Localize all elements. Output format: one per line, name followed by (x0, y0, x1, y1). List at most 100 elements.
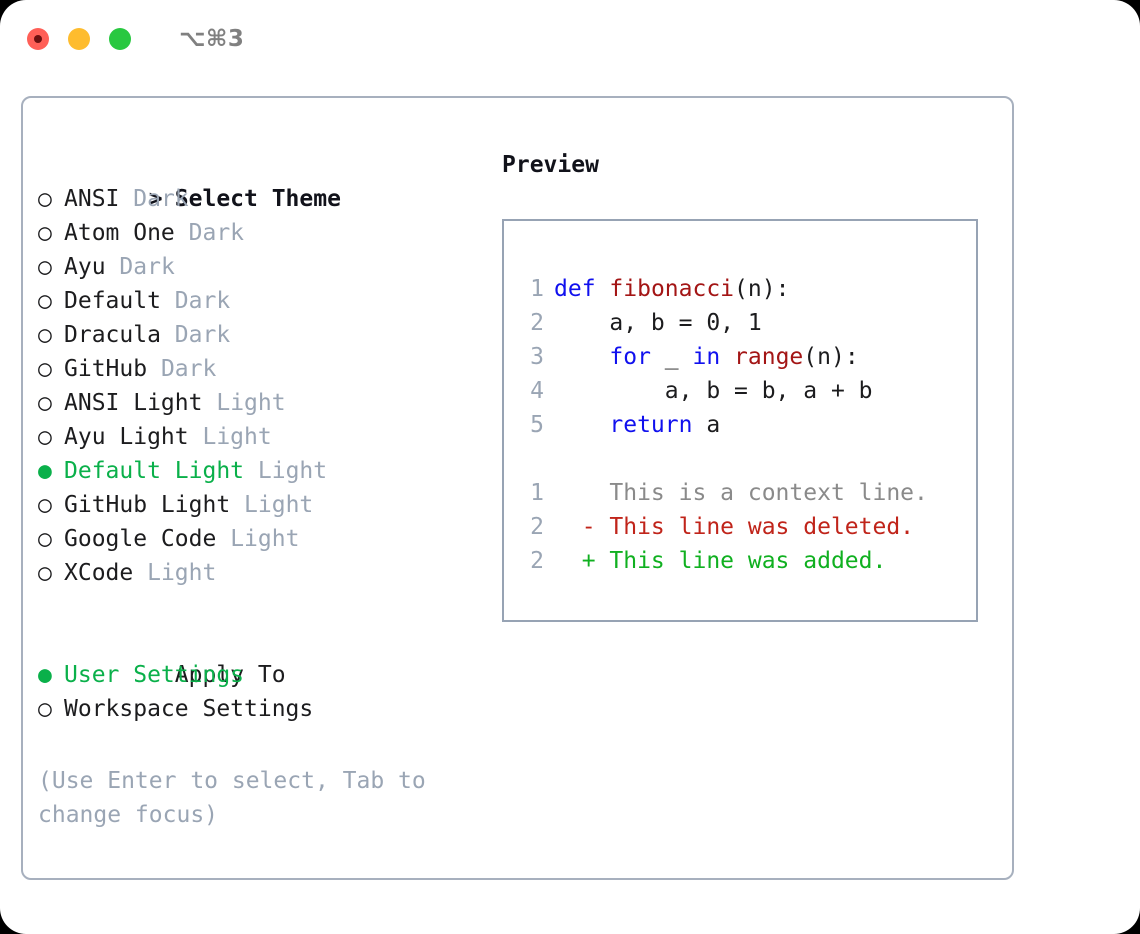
theme-option-atom-one[interactable]: ○Atom One Dark (38, 216, 478, 250)
radio-selected-icon: ● (38, 662, 52, 688)
keyboard-hint: (Use Enter to select, Tab to change focu… (38, 768, 440, 828)
label-separator (161, 288, 175, 314)
theme-option-label: Ayu Light (64, 424, 189, 450)
theme-option-variant: Dark (174, 288, 231, 314)
code-token: (n): (734, 276, 790, 302)
radio-unselected-icon: ○ (38, 424, 52, 450)
close-window-button[interactable] (27, 28, 49, 50)
theme-option-label: Google Code (64, 526, 217, 552)
preview-title: Preview (502, 152, 599, 178)
diff-line-text: This is a context line. (554, 480, 928, 506)
maximize-window-button[interactable] (109, 28, 131, 50)
radio-unselected-icon: ○ (38, 560, 52, 586)
theme-option-xcode[interactable]: ○ XCode Light (38, 556, 478, 590)
code-token: range (734, 344, 804, 370)
apply-to-header: Apply To (38, 624, 478, 688)
code-token: (n): (803, 344, 859, 370)
theme-option-default[interactable]: ○ Default Dark (38, 284, 478, 318)
theme-option-github[interactable]: ○ GitHub Dark (38, 352, 478, 386)
radio-unselected-icon: ○ (38, 696, 52, 722)
radio-unselected-icon: ○ (38, 254, 52, 280)
diff-line: 2 - This line was deleted. (522, 510, 976, 544)
theme-option-variant: Dark (133, 186, 189, 212)
theme-list-column: >Select Theme ○ANSI Dark○Atom One Dark○A… (38, 148, 478, 726)
theme-option-variant: Dark (188, 220, 245, 246)
theme-option-variant: Dark (174, 322, 231, 348)
label-separator (175, 220, 189, 246)
label-separator (106, 254, 120, 280)
line-number: 4 (530, 378, 544, 404)
line-number: 2 (530, 548, 544, 574)
line-number: 5 (530, 412, 544, 438)
diff-line-text: + This line was added. (554, 548, 887, 574)
theme-option-label: Ayu (64, 254, 106, 280)
code-token: def (554, 276, 596, 302)
theme-option-label: XCode (64, 560, 134, 586)
theme-option-ayu[interactable]: ○ Ayu Dark (38, 250, 478, 284)
radio-unselected-icon: ○ (38, 356, 52, 382)
label-separator (133, 560, 147, 586)
line-number: 1 (530, 480, 544, 506)
theme-option-default-light[interactable]: ●Default Light Light (38, 454, 478, 488)
code-line: 5 return a (522, 408, 976, 442)
theme-selector-panel: >Select Theme ○ANSI Dark○Atom One Dark○A… (21, 96, 1014, 880)
radio-unselected-icon: ○ (38, 186, 52, 212)
apply-to-option-workspace-settings[interactable]: ○ Workspace Settings (38, 692, 478, 726)
theme-option-list: ○ANSI Dark○Atom One Dark○Ayu Dark○Defaul… (38, 182, 478, 590)
diff-sample: 1 This is a context line. 2 - This line w… (522, 476, 976, 578)
theme-option-label: Dracula (64, 322, 161, 348)
theme-option-label: Atom One (64, 220, 175, 246)
theme-option-variant: Light (216, 390, 286, 416)
theme-option-variant: Light (202, 424, 272, 450)
code-token: a, b = 0, 1 (609, 310, 762, 336)
radio-unselected-icon: ○ (38, 492, 52, 518)
select-theme-header-label: Select Theme (174, 186, 341, 212)
label-separator (202, 390, 216, 416)
theme-option-label: Default (64, 288, 161, 314)
code-indent (554, 344, 609, 370)
minimize-window-button[interactable] (68, 28, 90, 50)
section-spacer (38, 590, 478, 624)
code-token: fibonacci (609, 276, 735, 302)
label-separator (119, 186, 133, 212)
theme-option-google-code[interactable]: ○Google Code Light (38, 522, 478, 556)
radio-selected-icon: ● (38, 458, 52, 484)
theme-option-variant: Dark (160, 356, 217, 382)
line-number: 2 (530, 514, 544, 540)
code-token: in (692, 344, 721, 370)
theme-option-variant: Light (244, 492, 314, 518)
label-separator (244, 458, 258, 484)
theme-option-github-light[interactable]: ○GitHub Light Light (38, 488, 478, 522)
diff-line: 2 + This line was added. (522, 544, 976, 578)
window-title: ⌥⌘3 (179, 26, 245, 52)
line-number: 3 (530, 344, 544, 370)
code-line: 3 for _ in range(n): (522, 340, 976, 374)
code-diff-spacer (522, 442, 976, 476)
code-indent (554, 378, 665, 404)
theme-option-label: ANSI Light (64, 390, 203, 416)
radio-unselected-icon: ○ (38, 288, 52, 314)
theme-option-label: GitHub (64, 356, 148, 382)
theme-option-ansi[interactable]: ○ANSI Dark (38, 182, 478, 216)
theme-option-ansi-light[interactable]: ○ ANSI Light Light (38, 386, 478, 420)
theme-option-variant: Light (147, 560, 217, 586)
select-theme-header: >Select Theme (38, 148, 478, 212)
traffic-lights (27, 28, 131, 50)
apply-to-option-label: Workspace Settings (64, 696, 314, 722)
theme-option-ayu-light[interactable]: ○ Ayu Light Light (38, 420, 478, 454)
label-separator (189, 424, 203, 450)
theme-option-dracula[interactable]: ○Dracula Dark (38, 318, 478, 352)
code-token: _ (650, 344, 693, 370)
theme-option-variant: Dark (119, 254, 175, 280)
diff-line-text: - This line was deleted. (554, 514, 915, 540)
apply-to-option-user-settings[interactable]: ●User Settings (38, 658, 478, 692)
code-line: 2 a, b = 0, 1 (522, 306, 976, 340)
code-token: for (609, 344, 651, 370)
radio-unselected-icon: ○ (38, 390, 52, 416)
apply-to-option-list: ●User Settings ○ Workspace Settings (38, 658, 478, 726)
label-separator (230, 492, 244, 518)
